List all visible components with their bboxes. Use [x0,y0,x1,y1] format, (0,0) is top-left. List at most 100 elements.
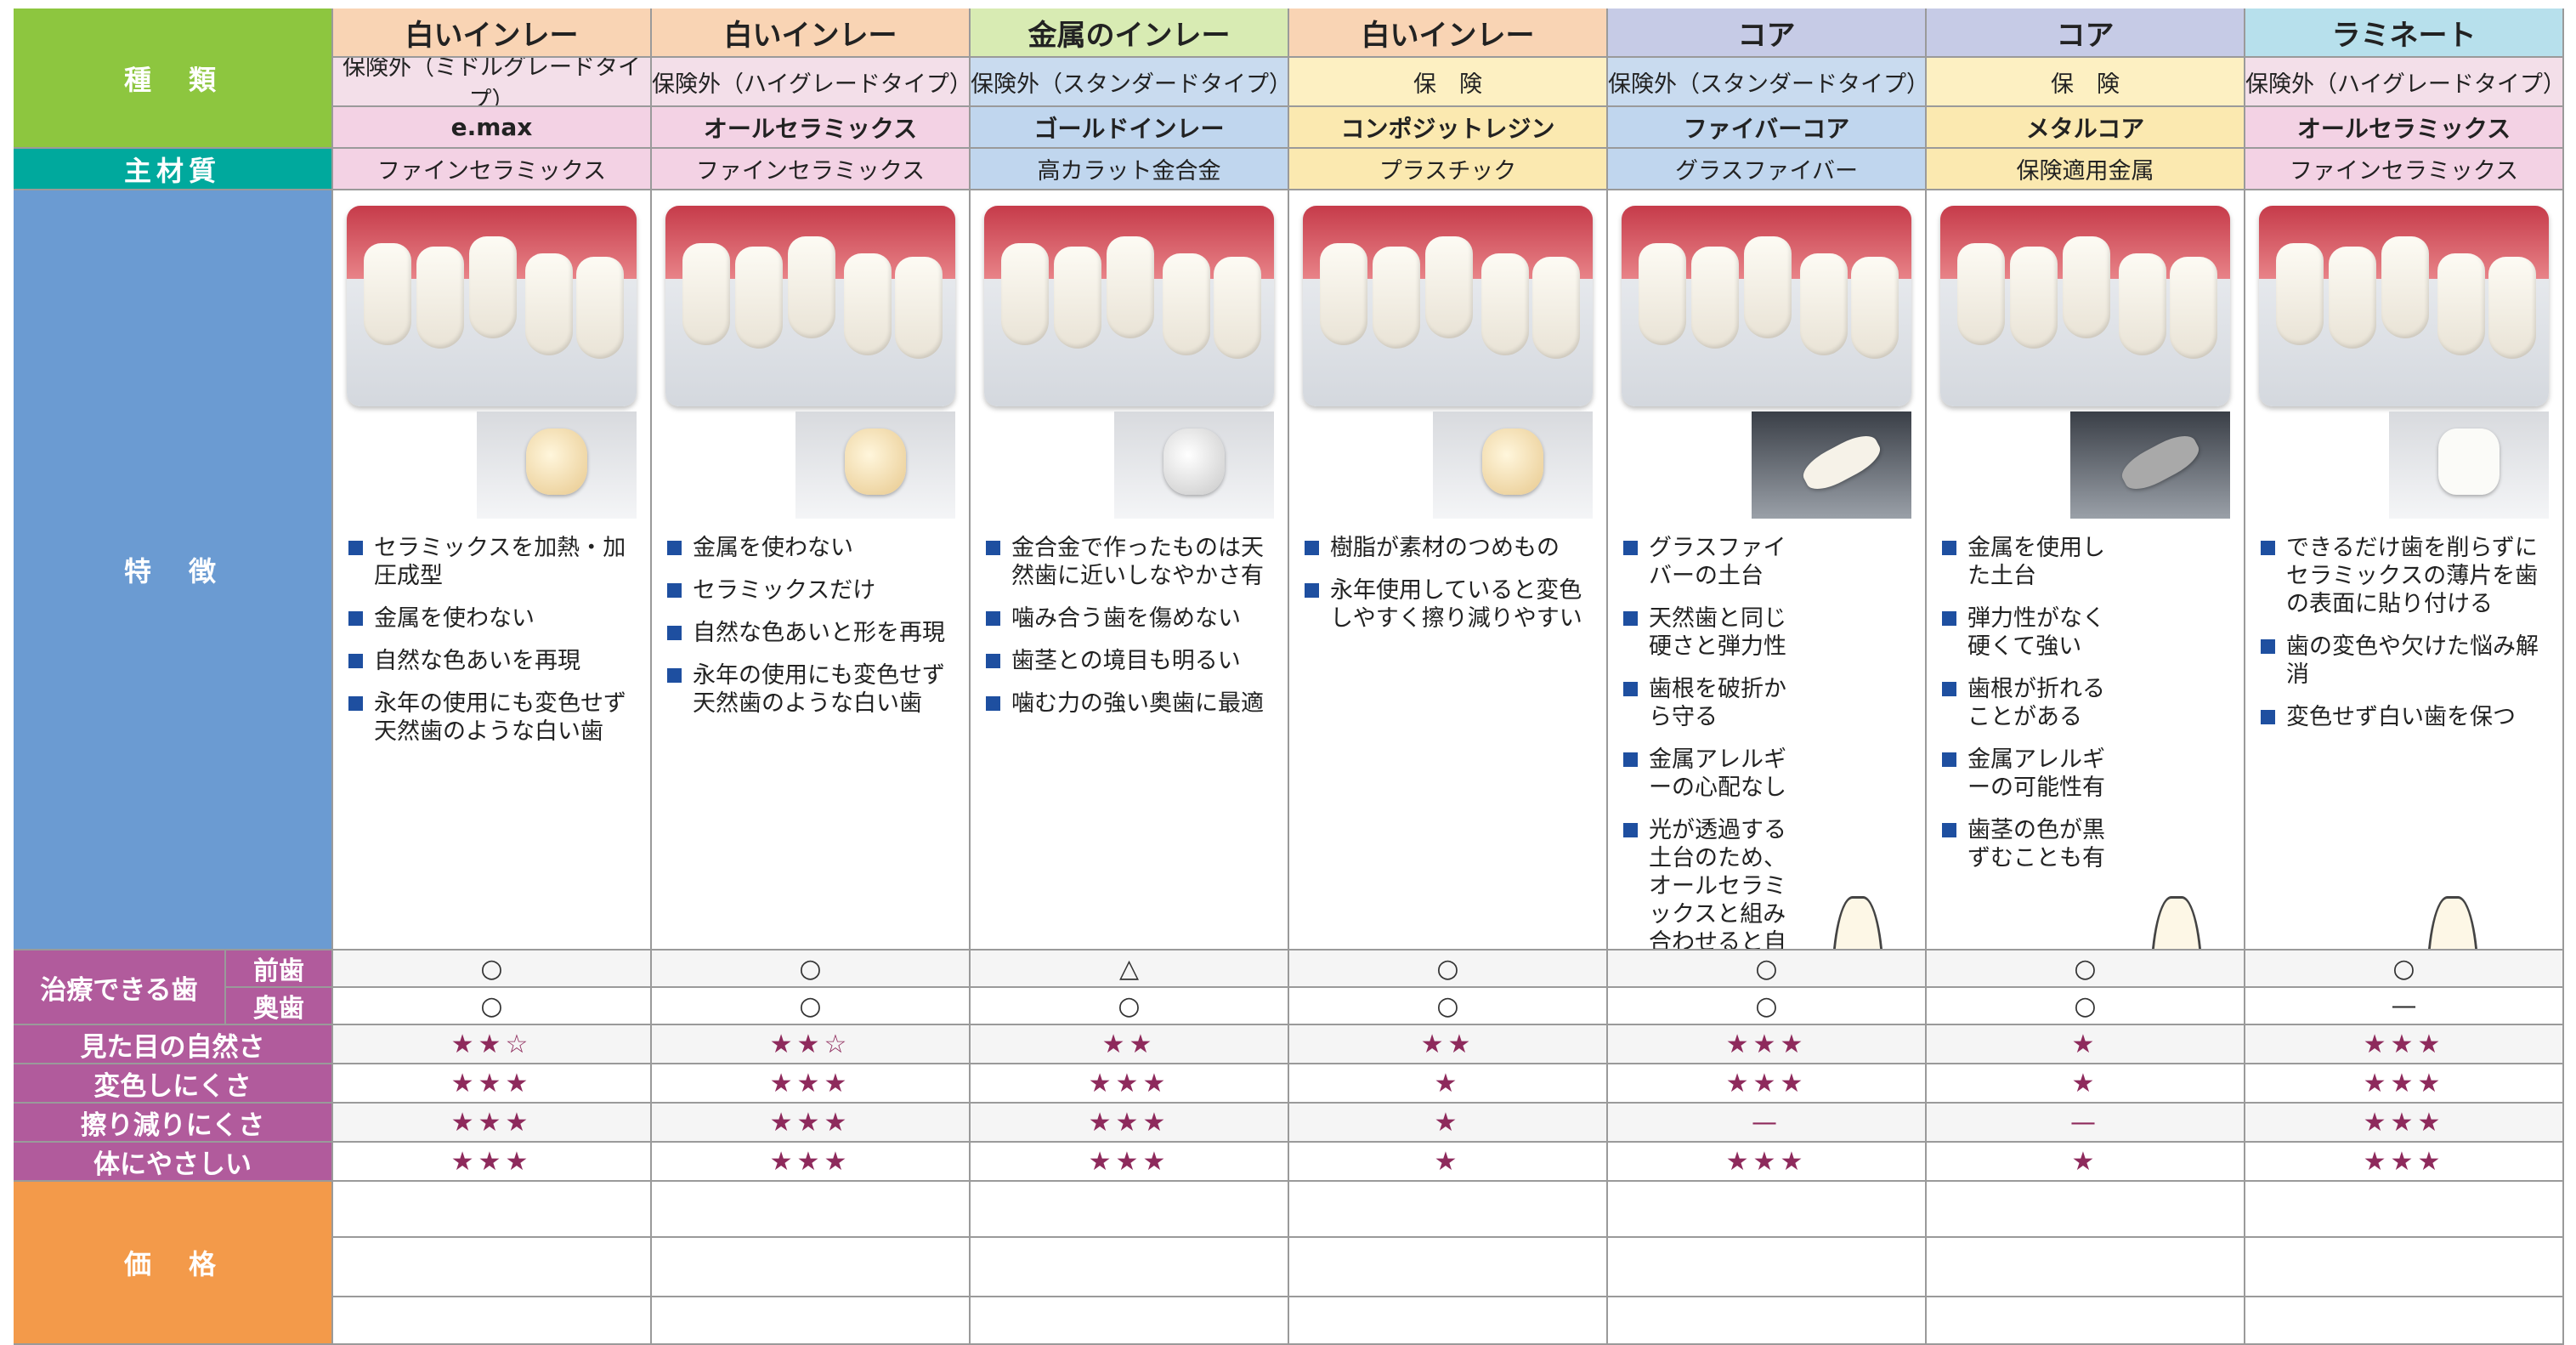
front-rating-1-text: ○ [799,953,822,984]
tooth-model-photo [1622,206,1911,406]
product-name-4-text: ファイバーコア [1683,114,1850,143]
front-rating-3: ○ [1289,951,1608,988]
body-rating-0-text: ★★★ [450,1146,533,1177]
restoration-piece-photo [1114,411,1274,519]
feature-list: できるだけ歯を削らずにセラミックスの薄片を歯の表面に貼り付ける歯の変色や欠けた悩… [2261,534,2554,746]
product-name-5-text: メタルコア [2025,114,2145,143]
back-rating-2-text: ○ [1118,990,1141,1021]
product-name-6: オールセラミックス [2245,107,2564,149]
insurance-type-0: 保険外（ミドルグレードタイプ） [333,58,652,107]
back-teeth-label: 奥歯 [226,988,333,1025]
product-name-1: オールセラミックス [652,107,971,149]
feature-item: グラスファイバーの土台 [1623,534,1806,590]
price-cell-2-2 [971,1297,1289,1345]
body-rating-1: ★★★ [652,1143,971,1182]
price-label: 価 格 [14,1182,333,1345]
main-material-1-text: ファインセラミックス [695,158,926,184]
wear-rating-6: ★★★ [2245,1104,2564,1143]
tooth-model-photo [2259,206,2549,406]
feature-item: 自然な色あいを再現 [348,647,642,675]
wear-rating-4: — [1608,1104,1927,1143]
main-material-6-text: ファインセラミックス [2289,158,2519,184]
body-rating-5: ★ [1927,1143,2245,1182]
feature-list: 樹脂が素材のつめもの永年使用していると変色しやすく擦り減りやすい [1305,534,1598,647]
body-rating-2-text: ★★★ [1088,1146,1170,1177]
tooth-model-photo [347,206,637,406]
back-rating-3-text: ○ [1436,990,1459,1021]
price-cell-6-1 [2245,1238,2564,1297]
back-rating-0: ○ [333,988,652,1025]
price-cell-5-2 [1927,1297,2245,1345]
treatable-label: 治療できる歯 [14,951,226,1025]
natural-rating-6-text: ★★★ [2363,1029,2445,1059]
feature-list: 金合金で作ったものは天然歯に近いしなやかさ有噛み合う歯を傷めない歯茎との境目も明… [986,534,1279,732]
insurance-type-2-text: 保険外（スタンダードタイプ） [971,71,1289,98]
feature-item: 金属を使わない [667,534,960,562]
natural-rating-1-text: ★★☆ [769,1029,852,1059]
main-material-4: グラスファイバー [1608,149,1927,190]
main-material-0-text: ファインセラミックス [376,158,607,184]
back-rating-4-text: ○ [1755,990,1778,1021]
natural-rating-3-text: ★★ [1420,1029,1475,1059]
feature-item: 歯の変色や欠けた悩み解消 [2261,633,2554,689]
body-rating-3-text: ★ [1434,1146,1462,1177]
back-rating-1-text: ○ [799,990,822,1021]
feature-item: 天然歯と同じ硬さと弾力性 [1623,604,1806,661]
type-label-text: 種 類 [123,63,221,96]
natural-label: 見た目の自然さ [14,1025,333,1064]
comparison-table: 種 類主材質特 徴治療できる歯前歯奥歯見た目の自然さ変色しにくさ擦り減りにくさ体… [14,9,2564,1345]
body-rating-0: ★★★ [333,1143,652,1182]
back-rating-3: ○ [1289,988,1608,1025]
discolor-rating-1-text: ★★★ [769,1068,852,1098]
wear-rating-1-text: ★★★ [769,1107,852,1138]
price-cell-6-0 [2245,1182,2564,1238]
product-name-0-text: e.max [450,113,533,141]
feature-cell-3: 樹脂が素材のつめもの永年使用していると変色しやすく擦り減りやすい [1289,190,1608,951]
insurance-type-2: 保険外（スタンダードタイプ） [971,58,1289,107]
discolor-rating-0: ★★★ [333,1064,652,1104]
insurance-type-6-text: 保険外（ハイグレードタイプ） [2245,71,2564,98]
discolor-rating-6-text: ★★★ [2363,1068,2445,1098]
product-name-2-text: ゴールドインレー [1033,114,1225,143]
discolor-rating-4: ★★★ [1608,1064,1927,1104]
discolor-rating-2-text: ★★★ [1088,1068,1170,1098]
front-rating-1: ○ [652,951,971,988]
natural-rating-5: ★ [1927,1025,2245,1064]
front-rating-0-text: ○ [480,953,503,984]
product-name-6-text: オールセラミックス [2296,114,2511,143]
price-cell-0-1 [333,1238,652,1297]
body-rating-1-text: ★★★ [769,1146,852,1177]
product-name-2: ゴールドインレー [971,107,1289,149]
column-title-0-text: 白いインレー [405,18,579,53]
feature-cell-6: できるだけ歯を削らずにセラミックスの薄片を歯の表面に貼り付ける歯の変色や欠けた悩… [2245,190,2564,951]
discolor-rating-4-text: ★★★ [1725,1068,1808,1098]
insurance-type-1-text: 保険外（ハイグレードタイプ） [652,71,971,98]
feature-item: 変色せず白い歯を保つ [2261,703,2554,731]
column-title-2-text: 金属のインレー [1028,18,1231,53]
feature-item: 金属アレルギーの可能性有 [1942,746,2125,802]
price-cell-6-2 [2245,1297,2564,1345]
wear-rating-4-text: — [1752,1107,1781,1138]
price-cell-1-2 [652,1297,971,1345]
back-rating-6: — [2245,988,2564,1025]
back-rating-1: ○ [652,988,971,1025]
price-cell-0-0 [333,1182,652,1238]
restoration-piece-photo [1752,411,1911,519]
discolor-rating-5: ★ [1927,1064,2245,1104]
body-rating-4: ★★★ [1608,1143,1927,1182]
product-name-4: ファイバーコア [1608,107,1927,149]
natural-rating-1: ★★☆ [652,1025,971,1064]
wear-rating-0: ★★★ [333,1104,652,1143]
product-name-3-text: コンポジットレジン [1340,114,1555,143]
feature-label: 特 徴 [14,190,333,951]
feature-item: 自然な色あいと形を再現 [667,619,960,647]
natural-rating-6: ★★★ [2245,1025,2564,1064]
column-title-5-text: コア [2056,18,2115,53]
tooth-model-photo [1940,206,2230,406]
main-material-6: ファインセラミックス [2245,149,2564,190]
body-rating-2: ★★★ [971,1143,1289,1182]
feature-item: 光が透過する土台のため、オールセラミックスと組み合わせると自然な透明感を再現 [1623,816,1806,949]
insurance-type-5: 保 険 [1927,58,2245,107]
main-material-1: ファインセラミックス [652,149,971,190]
column-title-3-text: 白いインレー [1361,18,1535,53]
